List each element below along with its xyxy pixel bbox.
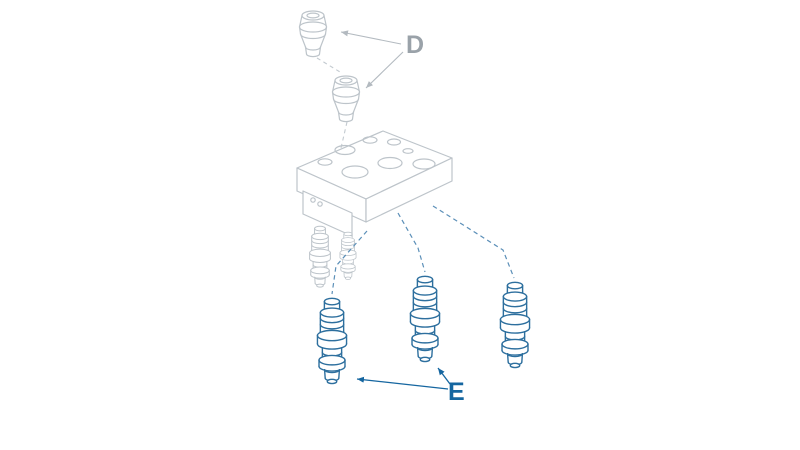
label-e: E bbox=[448, 378, 465, 406]
block-port-holes bbox=[317, 136, 436, 179]
manifold-block bbox=[296, 130, 453, 237]
block-right-face bbox=[365, 157, 453, 223]
block-vent-hole-1 bbox=[310, 197, 316, 203]
block-vent-hole-2 bbox=[317, 201, 323, 207]
label-d: D bbox=[406, 31, 424, 59]
callout-e-leaders bbox=[356, 367, 451, 390]
callout-d-leaders bbox=[340, 30, 404, 89]
assembly-guides-blue bbox=[331, 205, 515, 295]
